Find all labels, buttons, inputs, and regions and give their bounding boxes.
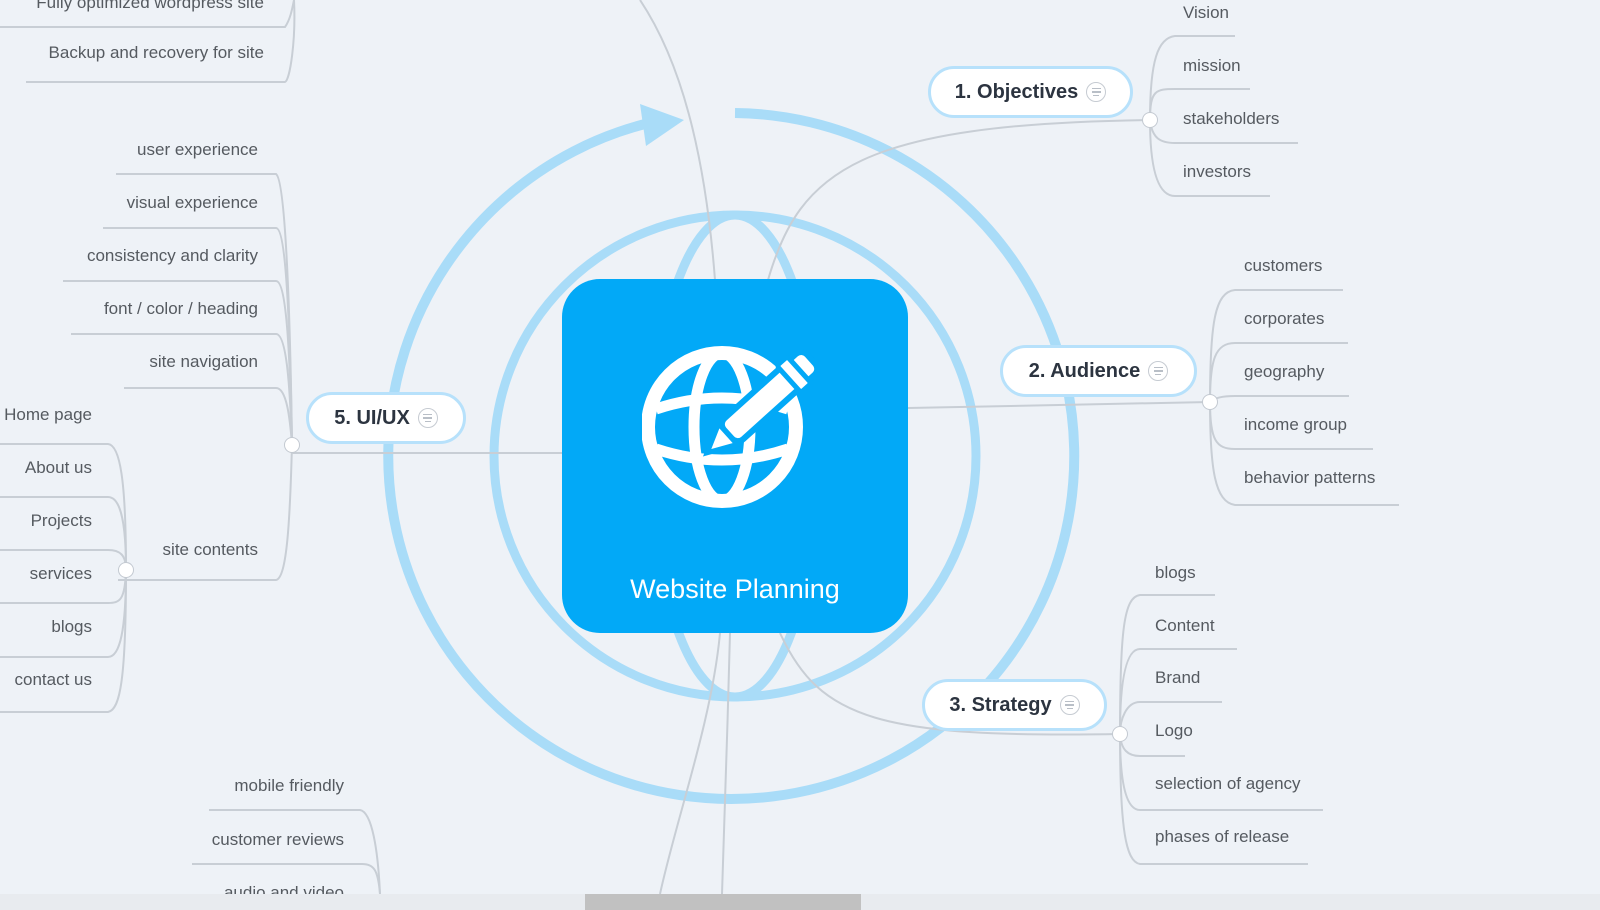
leaf-consistency-and-clarity[interactable]: consistency and clarity (86, 246, 258, 265)
collapse-toggle-site-contents[interactable] (118, 562, 134, 578)
topic-audience[interactable]: 2. Audience (1000, 345, 1197, 397)
leaf-content[interactable]: Content (1155, 616, 1215, 635)
leaf-selection-of-agency[interactable]: selection of agency (1155, 774, 1301, 793)
topic-audience-label: 2. Audience (1028, 359, 1141, 382)
leaf-site-contents[interactable]: site contents (162, 540, 258, 559)
decorative-rings (383, 104, 1080, 804)
collapse-toggle-strategy[interactable] (1112, 726, 1128, 742)
leaf-mobile-friendly[interactable]: mobile friendly (234, 776, 344, 795)
topic-strategy[interactable]: 3. Strategy (922, 679, 1107, 731)
leaf-customer-reviews[interactable]: customer reviews (211, 830, 344, 849)
collapse-toggle-objectives[interactable] (1142, 112, 1158, 128)
leaf-stakeholders[interactable]: stakeholders (1183, 109, 1280, 128)
topic-objectives-label: 1. Objectives (954, 80, 1079, 103)
leaf-mission[interactable]: mission (1183, 56, 1241, 75)
central-topic-label: Website Planning (630, 574, 840, 604)
leaf-income-group[interactable]: income group (1244, 415, 1348, 434)
leaf-site-navigation[interactable]: site navigation (149, 352, 258, 371)
leaf-investors[interactable]: investors (1183, 162, 1252, 181)
note-icon[interactable] (1059, 695, 1080, 715)
leaf-phases-of-release[interactable]: phases of release (1155, 827, 1290, 846)
leaf-contact-us[interactable]: contact us (14, 670, 93, 689)
leaf-geography[interactable]: geography (1244, 362, 1325, 381)
leaf-projects[interactable]: Projects (30, 511, 92, 530)
leaf-fully-optimized-wordpress-site[interactable]: Fully optimized wordpress site (36, 0, 264, 12)
leaf-font-color-heading[interactable]: font / color / heading (103, 299, 258, 318)
leaf-corporates[interactable]: corporates (1244, 309, 1325, 328)
central-topic[interactable]: Website Planning (562, 279, 908, 633)
horizontal-scrollbar[interactable] (0, 894, 1600, 910)
collapse-toggle-audience[interactable] (1202, 394, 1218, 410)
leaf-blogs[interactable]: blogs (1155, 563, 1196, 582)
leaf-home-page[interactable]: Home page (4, 405, 92, 424)
leaf-user-experience[interactable]: user experience (137, 140, 258, 159)
collapse-toggle-uiux[interactable] (284, 437, 300, 453)
note-icon[interactable] (1148, 361, 1169, 381)
topic-uiux-label: 5. UI/UX (334, 406, 410, 429)
leaf-visual-experience[interactable]: visual experience (126, 193, 258, 212)
leaf-customers[interactable]: customers (1244, 256, 1323, 275)
leaf-brand[interactable]: Brand (1155, 668, 1201, 687)
note-icon[interactable] (1086, 82, 1107, 102)
globe-pen-icon (642, 346, 821, 508)
topic-objectives[interactable]: 1. Objectives (928, 66, 1133, 118)
leaf-vision[interactable]: Vision (1183, 3, 1229, 22)
leaf-behavior-patterns[interactable]: behavior patterns (1244, 468, 1376, 487)
leaf-logo[interactable]: Logo (1155, 721, 1193, 740)
leaf-backup-and-recovery[interactable]: Backup and recovery for site (48, 43, 264, 62)
note-icon[interactable] (417, 408, 438, 428)
topic-uiux[interactable]: 5. UI/UX (306, 392, 466, 444)
leaf-blogs-site[interactable]: blogs (51, 617, 92, 636)
scrollbar-thumb[interactable] (585, 894, 861, 910)
leaf-about-us[interactable]: About us (24, 458, 92, 477)
leaf-services[interactable]: services (29, 564, 92, 583)
topic-strategy-label: 3. Strategy (949, 693, 1052, 716)
